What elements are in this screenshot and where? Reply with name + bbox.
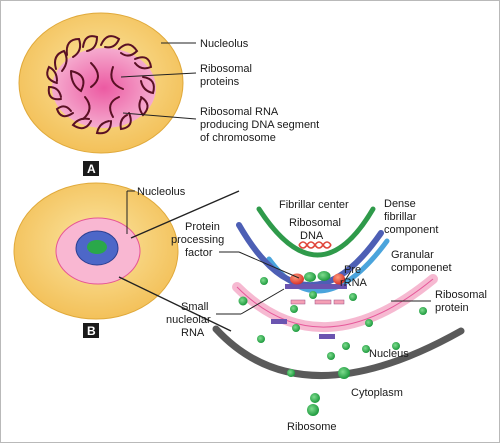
panel-letter-box-a	[83, 161, 99, 176]
label-nucleolus-b: Nucleolus	[137, 186, 186, 198]
label-protein-processing: Protein	[185, 221, 220, 233]
panel-letter-box-b	[83, 323, 99, 338]
ribosomal-dna-helix	[298, 241, 332, 249]
label-ribosomal-proteins-a: proteins	[200, 76, 240, 88]
label-ribosomal-dna: Ribosomal	[289, 217, 341, 229]
label-ribosomal-protein: Ribosomal	[435, 289, 487, 301]
nucleolus-a	[52, 48, 156, 128]
label-small-nucleolar-rna: RNA	[181, 327, 205, 339]
processing-complex	[271, 271, 347, 339]
label-protein-processing: factor	[185, 247, 213, 259]
chromosome-loops	[46, 35, 155, 135]
panel-a: Nucleolus Ribosomal proteins Ribosomal R…	[18, 12, 319, 176]
label-pre-rrna: Pre	[344, 264, 361, 276]
label-small-nucleolar-rna: nucleolar	[166, 314, 211, 326]
leader-lines-a	[120, 42, 197, 120]
label-granular: componenet	[391, 262, 452, 274]
fibrillar-center-b	[87, 240, 107, 254]
label-rna-dna-segment: Ribosomal RNA	[200, 106, 279, 118]
label-dense-fibrillar: component	[384, 224, 438, 236]
label-fibrillar-center: Fibrillar center	[279, 199, 349, 211]
label-cytoplasm: Cytoplasm	[351, 387, 403, 399]
label-rna-dna-segment: producing DNA segment	[200, 119, 319, 131]
label-dense-fibrillar: Dense	[384, 198, 416, 210]
leader-lines-b	[216, 251, 431, 315]
zoom-lines	[118, 190, 240, 332]
label-dense-fibrillar: fibrillar	[384, 211, 417, 223]
label-small-nucleolar-rna: Small	[181, 301, 209, 313]
label-pre-rrna: rRNA	[340, 277, 368, 289]
label-rna-dna-segment: of chromosome	[200, 132, 276, 144]
nucleus-pink-arc-edge	[236, 278, 434, 328]
label-granular: Granular	[391, 249, 434, 261]
panel-letter-a: A	[87, 162, 96, 176]
label-ribosome: Ribosome	[287, 421, 337, 433]
panel-b: Nucleolus	[13, 182, 487, 433]
label-protein-processing: processing	[171, 234, 224, 246]
label-ribosomal-dna: DNA	[300, 230, 324, 242]
cytoplasm-boundary-arc	[212, 325, 465, 379]
fibrillar-center-arc	[256, 206, 376, 258]
label-nucleolus-a: Nucleolus	[200, 38, 249, 50]
label-ribosomal-protein: protein	[435, 302, 469, 314]
panel-letter-b: B	[87, 324, 96, 338]
label-nucleus: Nucleus	[369, 348, 409, 360]
label-ribosomal-proteins-a: Ribosomal	[200, 63, 252, 75]
ribosome-granules	[238, 277, 427, 416]
